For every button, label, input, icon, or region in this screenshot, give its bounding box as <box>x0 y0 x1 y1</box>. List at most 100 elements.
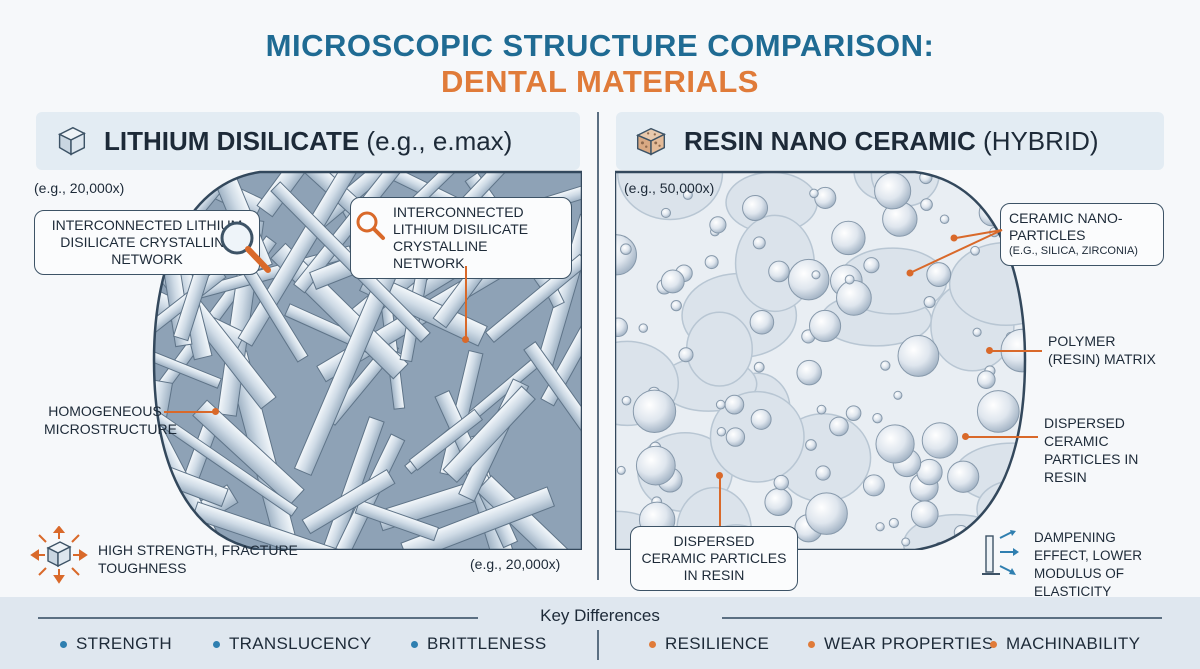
bullet-icon <box>649 640 656 648</box>
bullet-icon <box>60 640 67 648</box>
resin-nano-ceramic-type: (HYBRID) <box>983 125 1099 156</box>
ceramic-particle <box>947 460 980 493</box>
ceramic-particle <box>638 323 649 333</box>
ceramic-particle <box>805 492 848 535</box>
ceramic-particle <box>972 327 982 337</box>
difference-machinability: MACHINABILITY <box>990 634 1140 654</box>
ceramic-particle <box>678 347 694 363</box>
crystalline-network-callout-right: Interconnected lithium disilicate crysta… <box>350 197 572 279</box>
leader-dot <box>462 336 469 343</box>
ceramic-particle <box>844 274 855 285</box>
crystalline-network-callout-right-text: Interconnected lithium disilicate crysta… <box>393 204 529 271</box>
ceramic-particle <box>709 216 727 234</box>
composite-block-icon <box>636 127 666 156</box>
page-subtitle: DENTAL MATERIALS <box>441 64 759 99</box>
ceramic-particle <box>742 195 769 222</box>
resin-nano-ceramic-title: RESIN NANO CERAMIC <box>684 125 976 156</box>
cube-icon <box>58 126 86 156</box>
crystal-rod <box>523 341 582 463</box>
crystal-rod <box>442 385 536 484</box>
ceramic-particle <box>750 408 772 430</box>
ceramic-particle <box>976 390 1020 433</box>
bullet-icon <box>213 640 220 648</box>
bullet-icon <box>808 640 815 648</box>
ceramic-particle <box>805 439 817 451</box>
crystal-rod <box>400 486 556 550</box>
ceramic-particle <box>796 359 822 386</box>
ceramic-particle <box>897 335 940 377</box>
difference-brittleness: BRITTLENESS <box>411 634 547 654</box>
ceramic-particle <box>920 198 933 211</box>
ceramic-particle <box>888 517 899 529</box>
ceramic-particle <box>816 404 827 415</box>
ceramic-particle <box>660 207 672 219</box>
leader-dot <box>716 472 723 479</box>
magnifier-icon-small <box>356 211 385 240</box>
ceramic-particle <box>773 474 789 491</box>
footer-divider <box>597 630 599 660</box>
ceramic-particle <box>725 427 746 447</box>
ceramic-particle <box>621 395 632 406</box>
ceramic-particle <box>715 399 726 410</box>
ceramic-particle <box>829 416 849 437</box>
difference-translucency: TRANSLUCENCY <box>213 634 371 654</box>
ceramic-particle <box>981 172 1016 198</box>
ceramic-particle <box>875 522 885 532</box>
resin-nano-ceramic-header: RESIN NANO CERAMIC (HYBRID) <box>616 112 1164 170</box>
ceramic-particle <box>749 309 775 335</box>
left-magnification-top: (e.g., 20,000x) <box>34 180 125 196</box>
dampening-icon <box>982 530 1019 575</box>
ceramic-nanoparticles-callout: Ceramic nano-particles (e.g., silica, zi… <box>1000 203 1164 266</box>
ceramic-particle <box>988 199 999 211</box>
lithium-disilicate-header: LITHIUM DISILICATE (e.g., e.max) <box>36 112 580 170</box>
ceramic-particle <box>670 299 682 312</box>
ceramic-particle <box>808 309 842 343</box>
leader-dot <box>986 347 993 354</box>
ceramic-particle <box>923 296 936 309</box>
page-title: MICROSCOPIC STRUCTURE COMPARISON: <box>265 28 935 63</box>
crystal-rod <box>191 501 406 550</box>
high-strength-label: High strength, fracture toughness <box>98 542 298 576</box>
ceramic-particle <box>616 465 626 475</box>
ceramic-particle <box>620 243 632 256</box>
dispersed-particles-callout: Dispersed ceramic particles in resin <box>630 526 798 591</box>
dampening-effect-label: Dampening effect, lower modulus of elast… <box>1034 530 1143 599</box>
leader-dot <box>962 433 969 440</box>
bullet-icon <box>411 640 418 648</box>
ceramic-particle <box>862 474 885 497</box>
ceramic-particle <box>753 361 765 373</box>
ceramic-particle <box>939 214 950 225</box>
leader-dot <box>212 408 219 415</box>
ceramic-particle <box>787 258 830 301</box>
ceramic-nanoparticles-examples: (e.g., silica, zirconia) <box>1009 245 1138 257</box>
ceramic-particle <box>926 262 952 288</box>
ceramic-particle <box>716 427 727 437</box>
ceramic-particle <box>635 445 676 486</box>
leader-line <box>966 436 1038 438</box>
ceramic-particle <box>704 255 719 270</box>
leader-line <box>719 476 721 526</box>
ceramic-particle <box>874 172 912 210</box>
bullet-icon <box>990 640 997 648</box>
key-differences-title: Key Differences <box>540 606 660 625</box>
ceramic-particle <box>970 245 980 256</box>
crystalline-network-callout-left-text: Interconnected lithium disilicate crysta… <box>51 217 243 267</box>
ceramic-particle <box>901 537 911 547</box>
lithium-disilicate-title: LITHIUM DISILICATE <box>104 125 360 156</box>
center-divider <box>597 112 599 580</box>
crystal-rod <box>154 319 222 389</box>
polymer-matrix-label: Polymer (resin) matrix <box>1048 333 1156 367</box>
crystal-rod <box>192 399 305 506</box>
dispersed-particles-callout-text: Dispersed ceramic particles in resin <box>641 533 787 583</box>
ceramic-particle <box>811 270 821 280</box>
ceramic-particle <box>632 389 677 433</box>
crystal-rod <box>256 172 327 218</box>
ceramic-particle <box>764 488 793 516</box>
ceramic-particle <box>880 360 891 371</box>
leader-line <box>164 411 216 413</box>
ceramic-particle <box>845 405 862 421</box>
ceramic-particle <box>615 317 628 338</box>
ceramic-particle <box>815 465 831 481</box>
difference-strength: STRENGTH <box>60 634 172 654</box>
ceramic-particle <box>660 269 685 294</box>
